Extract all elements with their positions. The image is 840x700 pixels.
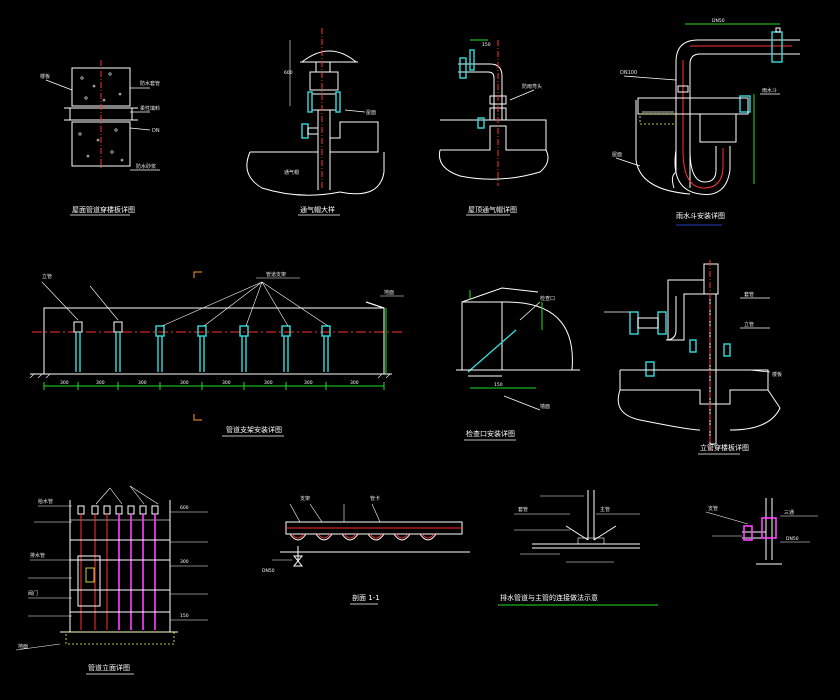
detail-roof-vent: 150 防雨弯头 屋顶通气帽详图 <box>438 39 549 216</box>
dim-vent-width: 150 <box>482 42 491 48</box>
label-bracket: 支架 <box>300 495 310 502</box>
dim-hopper-top: DN50 <box>712 18 725 24</box>
label-dn: DN <box>152 128 160 134</box>
label-roof-4: 屋面 <box>612 152 622 158</box>
label-slab: 楼板 <box>40 73 50 80</box>
label-dn100: DN100 <box>620 70 637 76</box>
label-cleanout: 检查口 <box>540 295 555 302</box>
detail-vent-cap: 600 屋面 通气帽 通气帽大样 <box>246 28 385 216</box>
label-drain: 排水管 <box>30 552 45 559</box>
vertical-pipes <box>77 505 159 630</box>
label-support: 管道支架 <box>266 271 286 278</box>
label-supply: 给水管 <box>38 498 53 505</box>
tee-leaders <box>705 511 818 543</box>
dim-span-6: 300 <box>264 380 273 386</box>
dim-cleanout: 150 <box>494 382 503 388</box>
sec-leaders <box>272 503 381 561</box>
detail-branch-connection: 主管 套管 排水管道与主管的连接做法示意 <box>498 490 658 606</box>
label-ground-5: 地面 <box>384 289 394 296</box>
label-floor-7: 楼板 <box>772 371 782 378</box>
label-waterproof-sleeve: 防水套管 <box>140 80 160 87</box>
dim-span-5: 300 <box>222 380 231 386</box>
left-leaders <box>15 505 72 651</box>
label-branch: 支管 <box>708 505 718 512</box>
detail-pipe-elevation: 给水管 排水管 阀门 地面 600 300 150 管道立面详图 <box>15 485 208 675</box>
horizontal-runs <box>70 539 170 613</box>
detail-section-1-1: 支架 管卡 DN50 剖面 1-1 <box>262 495 470 605</box>
label-rain-bend: 防雨弯头 <box>522 83 542 90</box>
label-roof-2: 屋面 <box>366 110 376 116</box>
dim-level-3: 150 <box>180 613 189 619</box>
detail-pipe-through-slab: 楼板 防水套管 柔性填料 DN 防水砂浆 屋面管道穿楼板详图 <box>40 60 160 216</box>
label-sleeve-7: 套管 <box>744 291 754 298</box>
label-ground-8: 地面 <box>18 643 28 650</box>
right-leaders <box>95 485 208 621</box>
label-main-pipe: 主管 <box>600 506 610 513</box>
dim-span-4: 300 <box>180 380 189 386</box>
title-detail-5: 管道支架安装详图 <box>226 425 282 434</box>
label-wall: 墙面 <box>540 403 550 410</box>
dim-span-1: 300 <box>60 380 69 386</box>
slab-lower-block <box>71 121 131 167</box>
detail-riser-floor: 套管 立管 楼板 立管穿楼板详图 <box>604 260 782 455</box>
title-detail-8: 管道立面详图 <box>88 663 130 672</box>
dim-span-7: 300 <box>304 380 313 386</box>
label-mortar: 防水砂浆 <box>136 163 156 170</box>
title-detail-10: 排水管道与主管的连接做法示意 <box>500 593 598 602</box>
detail-cleanout: 检查口 墙面 150 检查口安装详图 <box>456 287 580 441</box>
title-detail-4: 雨水斗安装详图 <box>676 211 725 220</box>
label-vent-cap: 通气帽 <box>284 169 299 176</box>
label-clamp: 管卡 <box>370 495 380 502</box>
title-detail-9: 剖面 1-1 <box>352 593 380 602</box>
title-detail-3: 屋顶通气帽详图 <box>468 205 517 214</box>
label-riser: 立管 <box>42 273 52 280</box>
detail-tee: 支管 三通 DN50 <box>705 498 818 565</box>
support-posts <box>73 321 331 372</box>
leader-fan <box>41 277 404 327</box>
title-detail-2: 通气帽大样 <box>300 205 335 214</box>
label-valve: 阀门 <box>28 590 38 597</box>
label-tee: 三通 <box>784 509 794 516</box>
dim-level-1: 600 <box>180 505 189 511</box>
label-riser-7: 立管 <box>744 321 754 328</box>
dim-span-2: 300 <box>96 380 105 386</box>
connection-leaders <box>514 495 640 563</box>
title-detail-7: 立管穿楼板详图 <box>700 443 749 452</box>
dim-vent-height: 600 <box>284 70 293 76</box>
label-sleeve-10: 套管 <box>518 506 528 513</box>
title-detail-6: 检查口安装详图 <box>466 429 515 438</box>
detail-rain-hopper: DN50 DN100 屋面 雨水斗 雨水斗安装详图 <box>612 18 800 226</box>
slab-hatch <box>78 72 124 162</box>
dim-tee: DN50 <box>786 536 799 542</box>
title-detail-1: 屋面管道穿楼板详图 <box>72 205 135 214</box>
dim-span-8: 300 <box>350 380 359 386</box>
dim-level-2: 300 <box>180 559 189 565</box>
label-hopper: 雨水斗 <box>762 87 777 94</box>
dim-span-3: 300 <box>138 380 147 386</box>
detail-pipe-supports: 管道支架 立管 地面 300 300 300 300 300 300 300 3… <box>29 271 404 437</box>
label-flexible-filler: 柔性填料 <box>140 105 160 112</box>
dim-section: DN50 <box>262 568 275 574</box>
u-hangers <box>289 533 437 541</box>
dim-ticks <box>43 382 385 390</box>
vent-cap-dome <box>300 50 358 63</box>
